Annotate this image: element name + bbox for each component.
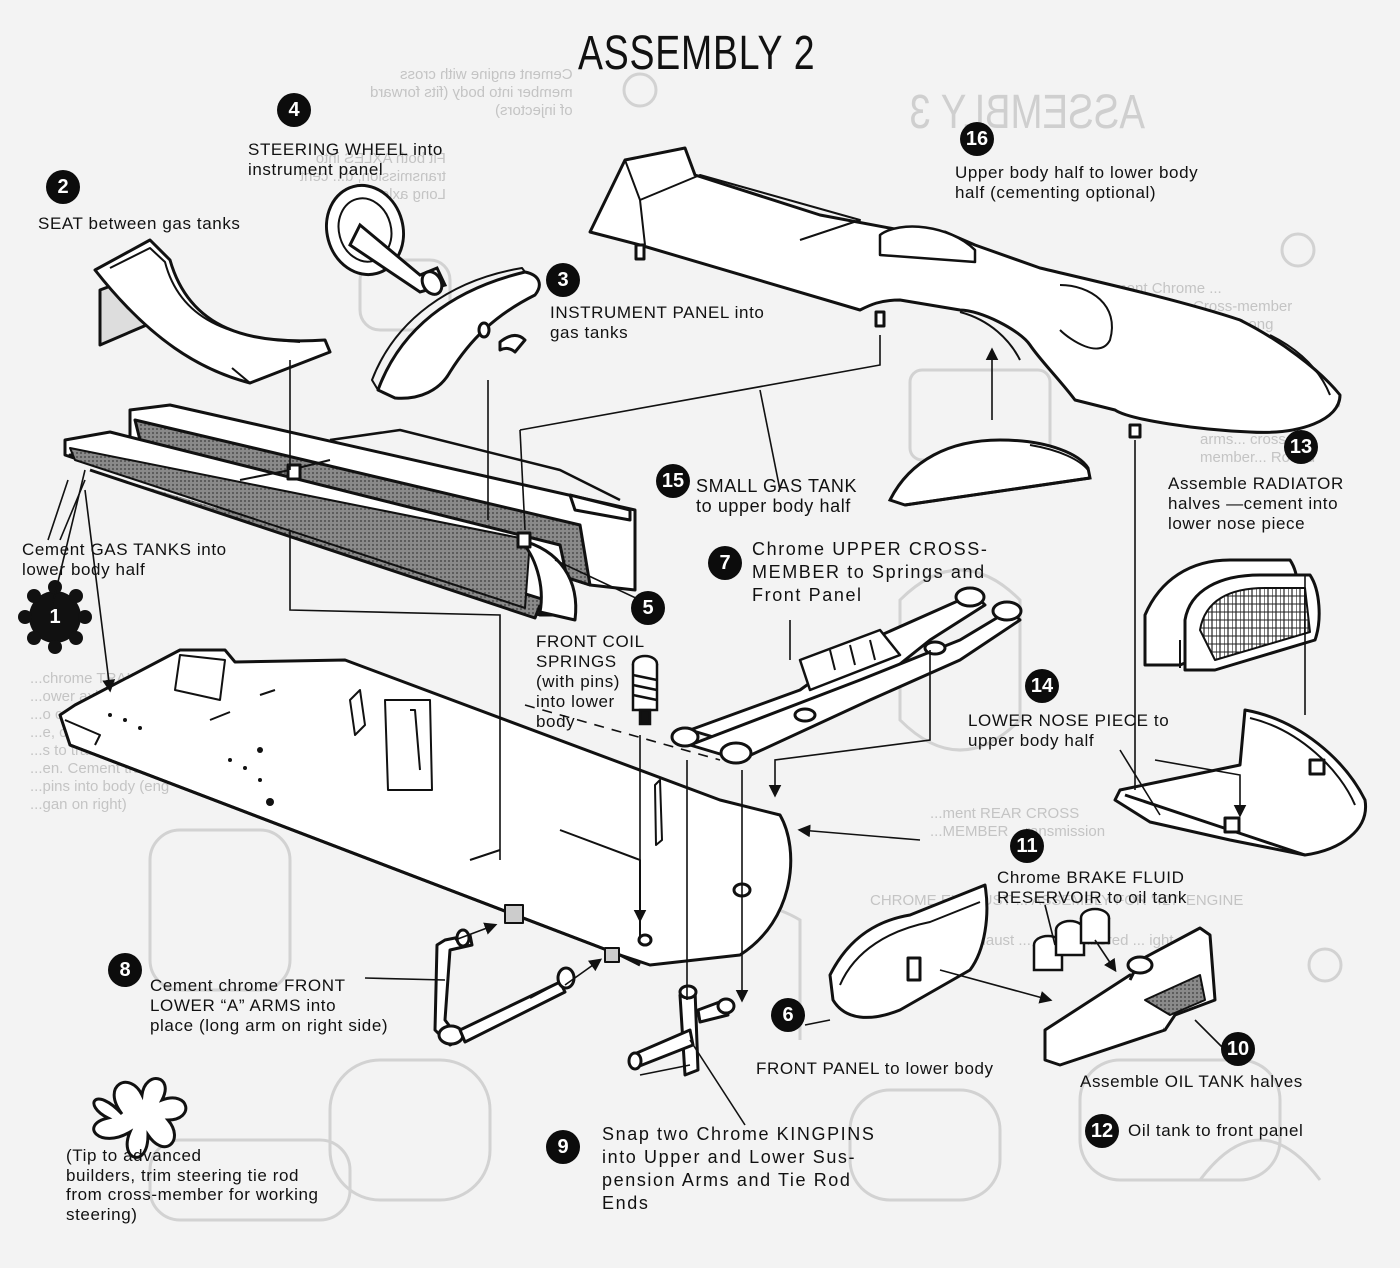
lower-body-part xyxy=(58,648,793,967)
upper-body-part xyxy=(588,146,1342,439)
step-11-badge: 11 xyxy=(1010,829,1044,863)
radiator-part xyxy=(1143,558,1321,672)
step-13-label: Assemble RADIATOR halves —cement into lo… xyxy=(1168,474,1344,533)
lower-a-arm-part xyxy=(433,928,576,1047)
seat-part xyxy=(93,238,332,385)
sun-burst-icon xyxy=(18,580,92,654)
step-15-label: SMALL GAS TANK to upper body half xyxy=(696,476,858,516)
step-12-badge: 12 xyxy=(1085,1114,1119,1148)
step-16-badge: 16 xyxy=(960,122,994,156)
step-5-badge: 5 xyxy=(631,591,665,625)
step-3-label: INSTRUMENT PANEL into gas tanks xyxy=(550,303,765,342)
step-14-badge: 14 xyxy=(1025,669,1059,703)
step-8-badge: 8 xyxy=(108,953,142,987)
oil-tank-part xyxy=(1043,926,1217,1067)
step-16-label: Upper body half to lower body half (ceme… xyxy=(955,163,1199,202)
tip-text: (Tip to advanced builders, trim steering… xyxy=(66,1146,319,1224)
step-6-badge: 6 xyxy=(771,998,805,1032)
front-coil-spring-part xyxy=(631,654,659,726)
step-1-label: Cement GAS TANKS into lower body half xyxy=(22,540,227,579)
step-7-badge: 7 xyxy=(708,546,742,580)
step-10-label: Assemble OIL TANK halves xyxy=(1080,1072,1303,1091)
step-4-label: STEERING WHEEL into instrument panel xyxy=(248,140,443,179)
step-11-label: Chrome BRAKE FLUID RESERVOIR to oil tank xyxy=(997,868,1187,907)
step-1-badge: 1 xyxy=(49,605,61,628)
step-9-badge: 9 xyxy=(546,1130,580,1164)
step-7-label: Chrome UPPER CROSS- MEMBER to Springs an… xyxy=(752,539,989,605)
page-title: ASSEMBLY 2 xyxy=(578,27,816,80)
step-6-label: FRONT PANEL to lower body xyxy=(756,1059,994,1078)
step-13-badge: 13 xyxy=(1284,430,1318,464)
step-10-badge: 10 xyxy=(1221,1032,1255,1066)
kingpin-part xyxy=(627,984,736,1077)
step-12-label: Oil tank to front panel xyxy=(1128,1121,1304,1140)
step-9-label: Snap two Chrome KINGPINS into Upper and … xyxy=(602,1124,876,1213)
step-3-badge: 3 xyxy=(546,263,580,297)
step-2-badge: 2 xyxy=(46,170,80,204)
brake-reservoir-part xyxy=(1032,907,1111,972)
gas-tanks-part xyxy=(63,403,637,622)
ghost-rear-cross-text: ...ment REAR CROSS ...MEMBER ...ransmiss… xyxy=(930,805,1106,840)
step-14-label: LOWER NOSE PIECE to upper body half xyxy=(968,711,1170,750)
instrument-panel-part xyxy=(371,267,541,400)
step-2-label: SEAT between gas tanks xyxy=(38,214,241,233)
steering-wheel-part xyxy=(324,183,448,296)
step-8-label: Cement chrome FRONT LOWER “A” ARMS into … xyxy=(150,976,389,1035)
small-gas-tank-part xyxy=(887,438,1092,507)
step-4-badge: 4 xyxy=(277,93,311,127)
tip-flower-icon xyxy=(92,1077,188,1159)
step-5-label: FRONT COIL SPRINGS (with pins) into lowe… xyxy=(536,632,645,731)
leader-lines xyxy=(47,335,1306,1126)
step-15-badge: 15 xyxy=(656,464,690,498)
front-panel-part xyxy=(828,883,989,1019)
